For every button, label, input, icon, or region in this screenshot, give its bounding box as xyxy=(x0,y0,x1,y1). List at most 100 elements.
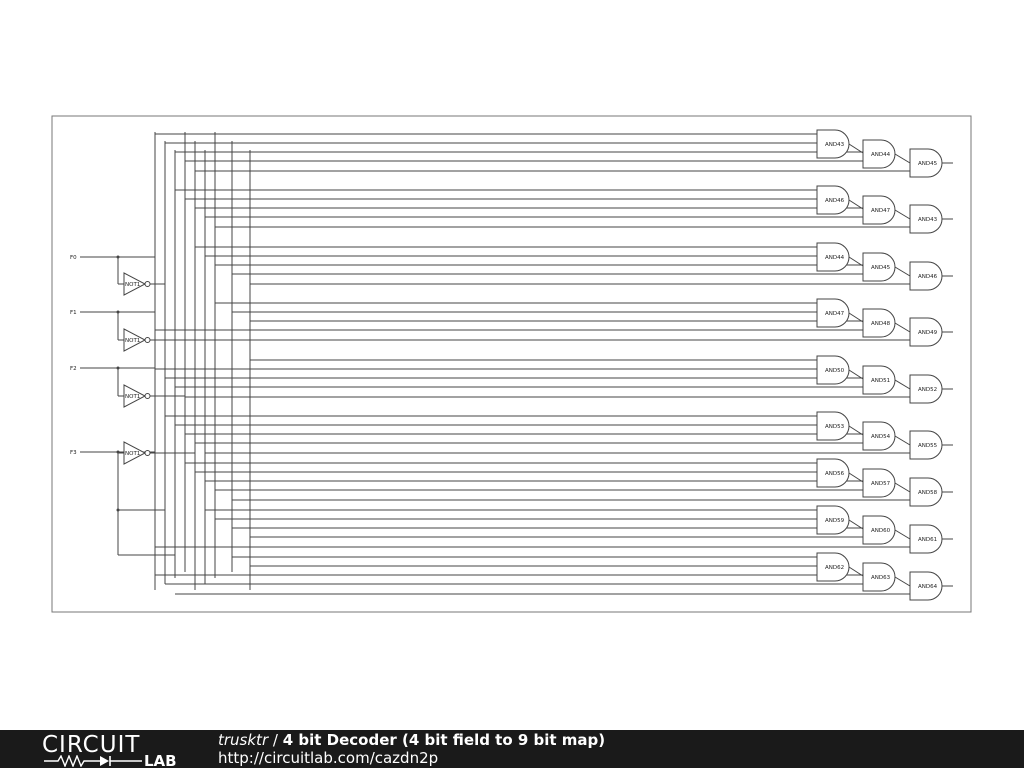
and-gate xyxy=(816,242,850,272)
input-label-f1: F1 xyxy=(70,310,77,316)
junction-dot xyxy=(116,450,120,454)
input-label-f2: F2 xyxy=(70,366,77,372)
gate-link-wire xyxy=(894,322,911,333)
gates: NOT1NOT1NOT1NOT1AND43AND44AND45AND46AND4… xyxy=(123,129,943,601)
gate-link-wire xyxy=(894,529,911,540)
gate-link-wire xyxy=(848,566,864,577)
gate-link-wire xyxy=(894,209,911,220)
and-gate xyxy=(862,515,896,545)
gate-link-wire xyxy=(894,482,911,493)
and-gate xyxy=(909,204,943,234)
gate-link-wire xyxy=(848,256,864,267)
and-gate-label: AND47 xyxy=(871,208,891,214)
and-gate-label: AND61 xyxy=(918,537,937,543)
and-gate-label: AND48 xyxy=(871,321,891,327)
and-gate xyxy=(816,355,850,385)
and-gate-label: AND62 xyxy=(825,565,844,571)
and-gate xyxy=(862,308,896,338)
not-gate xyxy=(123,441,147,465)
resistor-diode-icon xyxy=(44,755,142,767)
and-gate xyxy=(909,317,943,347)
and-gate-label: AND45 xyxy=(871,265,891,271)
and-gate-label: AND46 xyxy=(825,198,845,204)
and-gate-label: AND47 xyxy=(825,311,845,317)
and-gate-label: AND44 xyxy=(825,255,845,261)
and-gate-label: AND56 xyxy=(825,471,845,477)
junction-dot xyxy=(116,508,120,512)
and-gate-label: AND58 xyxy=(918,490,938,496)
and-gate-label: AND49 xyxy=(918,330,938,336)
not-gate-label: NOT1 xyxy=(125,451,140,457)
and-gate-label: AND54 xyxy=(871,434,891,440)
and-gate-label: AND50 xyxy=(825,368,845,374)
gate-link-wire xyxy=(894,266,911,277)
gate-link-wire xyxy=(848,143,864,154)
and-gate xyxy=(862,139,896,169)
and-gate xyxy=(816,411,850,441)
and-gate xyxy=(909,261,943,291)
and-gate-label: AND46 xyxy=(918,274,938,280)
and-gate-label: AND45 xyxy=(918,161,938,167)
and-gate-label: AND44 xyxy=(871,152,891,158)
and-gate-label: AND55 xyxy=(918,443,938,449)
title-separator: / xyxy=(268,731,283,749)
not-gate-bubble xyxy=(144,450,151,456)
not-gate-label: NOT1 xyxy=(125,338,140,344)
not-gate-bubble xyxy=(144,393,151,399)
and-gate xyxy=(909,374,943,404)
gate-link-wire xyxy=(894,379,911,390)
gate-link-wire xyxy=(848,425,864,436)
input-label-f3: F3 xyxy=(70,450,77,456)
footer-bar: CIRCUIT LAB trusktr / 4 bit Decoder (4 b… xyxy=(0,730,1024,770)
gate-link-wire xyxy=(848,199,864,210)
gate-link-wire xyxy=(848,369,864,380)
not-gate-label: NOT1 xyxy=(125,394,140,400)
and-gate-label: AND57 xyxy=(871,481,891,487)
logo-lab-text: LAB xyxy=(144,752,177,770)
gate-link-wire xyxy=(848,312,864,323)
and-gate-label: AND52 xyxy=(918,387,937,393)
circuit-url[interactable]: http://circuitlab.com/cazdn2p xyxy=(218,749,439,767)
and-gate xyxy=(862,252,896,282)
and-gate-label: AND60 xyxy=(871,528,891,534)
and-gate xyxy=(816,298,850,328)
and-gate xyxy=(816,505,850,535)
and-gate xyxy=(862,195,896,225)
and-gate xyxy=(816,185,850,215)
not-gate-bubble xyxy=(144,281,151,287)
and-gate-label: AND43 xyxy=(918,217,938,223)
gate-link-wire xyxy=(848,519,864,530)
and-gate xyxy=(816,458,850,488)
not-gate-label: NOT1 xyxy=(125,282,140,288)
junction-dot xyxy=(116,255,120,259)
gate-link-wire xyxy=(848,472,864,483)
and-gate xyxy=(862,562,896,592)
schematic-border xyxy=(51,115,972,613)
not-gate xyxy=(123,328,147,352)
circuitlab-logo[interactable]: CIRCUIT LAB xyxy=(42,732,182,770)
gate-link-wire xyxy=(894,435,911,446)
and-gate xyxy=(909,571,943,601)
and-gate-label: AND51 xyxy=(871,378,890,384)
and-gate xyxy=(909,524,943,554)
and-gate-label: AND43 xyxy=(825,142,845,148)
and-gate xyxy=(862,421,896,451)
input-label-f0: F0 xyxy=(70,255,77,261)
and-gate-label: AND64 xyxy=(918,584,938,590)
and-gate-label: AND63 xyxy=(871,575,891,581)
and-gate xyxy=(862,365,896,395)
circuit-title[interactable]: 4 bit Decoder (4 bit field to 9 bit map) xyxy=(282,731,606,749)
and-gate xyxy=(816,129,850,159)
and-gate xyxy=(909,148,943,178)
not-gate xyxy=(123,272,147,296)
circuit-title-line: trusktr / 4 bit Decoder (4 bit field to … xyxy=(218,731,605,749)
junction-dot xyxy=(116,366,120,370)
and-gate xyxy=(909,477,943,507)
not-gate xyxy=(123,384,147,408)
gate-link-wire xyxy=(894,153,911,164)
junction-dot xyxy=(116,310,120,314)
author-link[interactable]: trusktr xyxy=(218,731,269,749)
gate-link-wire xyxy=(894,576,911,587)
